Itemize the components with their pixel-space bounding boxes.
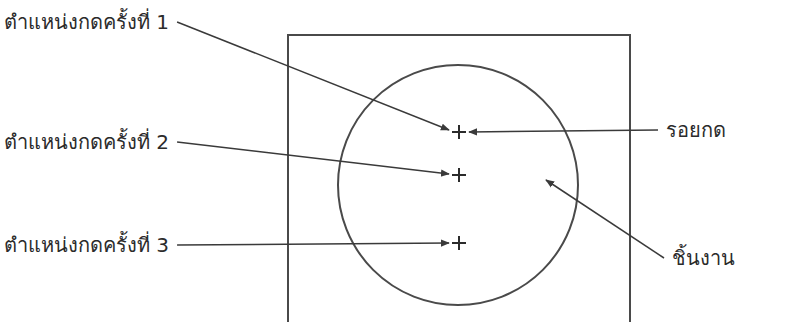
leader-line	[469, 130, 658, 132]
position-label: ตำแหน่งกดครั้งที่ 3	[2, 232, 171, 258]
indent-mark	[452, 236, 466, 250]
position-label: ตำแหน่งกดครั้งที่ 2	[2, 129, 171, 155]
position-label: ตำแหน่งกดครั้งที่ 1	[2, 9, 171, 35]
leader-line	[177, 22, 449, 130]
part-label: ชิ้นงาน	[670, 245, 737, 271]
leader-line	[546, 180, 664, 258]
indent-mark	[452, 168, 466, 182]
leader-line	[177, 142, 449, 174]
indent-marks	[452, 125, 466, 250]
leader-lines	[177, 22, 664, 258]
base-plate	[288, 35, 630, 322]
indent-mark	[452, 125, 466, 139]
leader-line	[177, 243, 449, 245]
part-label: รอยกด	[664, 117, 728, 143]
